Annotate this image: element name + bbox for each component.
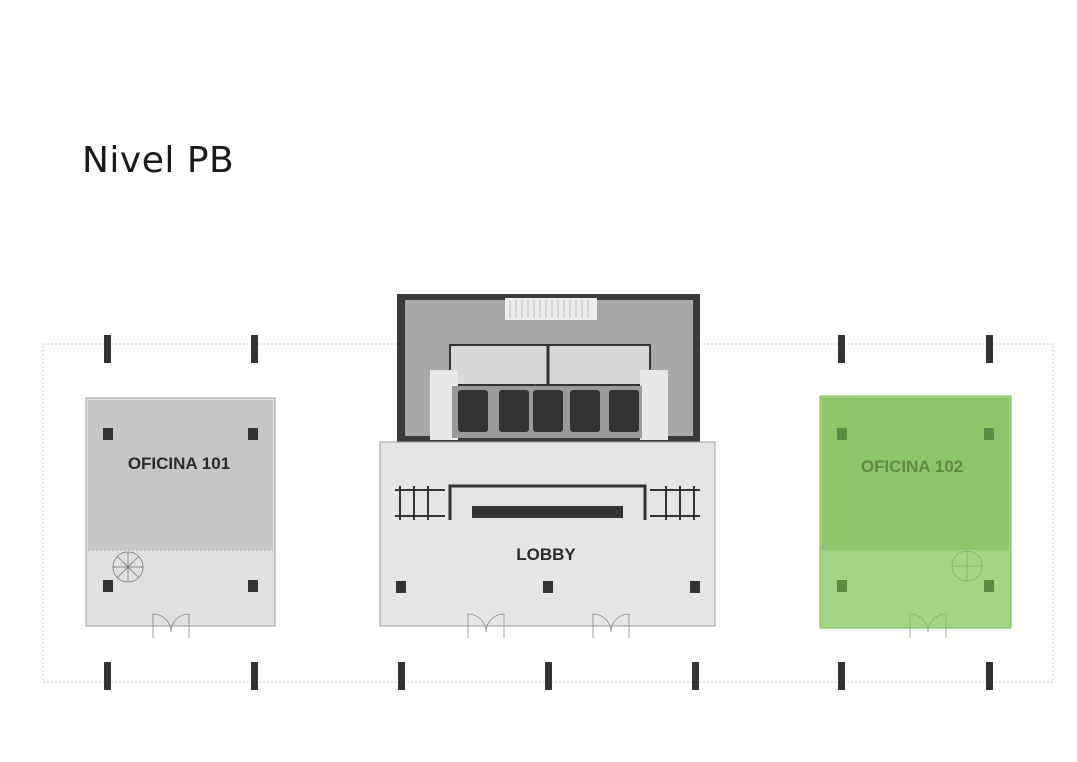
room-label-lobby: LOBBY	[516, 545, 576, 564]
columns-top	[104, 335, 993, 363]
columns-bottom	[104, 662, 993, 690]
room-oficina-101[interactable]	[85, 397, 276, 638]
room-label-oficina-101: OFICINA 101	[128, 454, 230, 473]
room-label-oficina-102: OFICINA 102	[861, 457, 963, 476]
spiral-stair-icon	[951, 550, 983, 582]
door-icon	[909, 613, 947, 638]
page-title: Nivel PB	[82, 140, 235, 181]
door-icon	[152, 613, 190, 638]
room-lobby[interactable]	[379, 441, 716, 638]
room-oficina-102[interactable]	[819, 395, 1012, 638]
door-icon	[467, 613, 630, 638]
service-core	[397, 294, 700, 442]
spiral-stair-icon	[112, 551, 144, 583]
